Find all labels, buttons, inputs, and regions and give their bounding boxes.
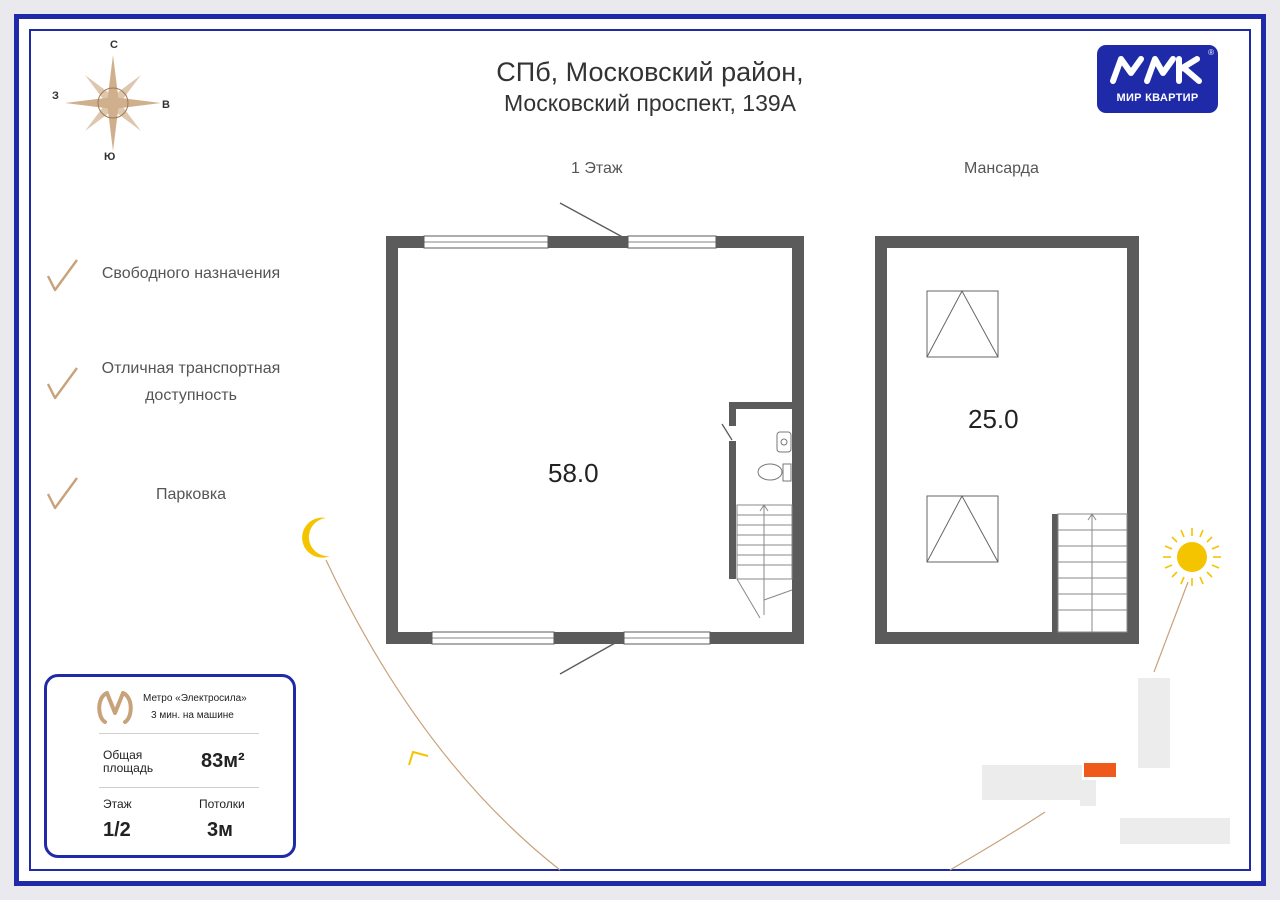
sun-path-arc-right: [949, 811, 1046, 871]
arrow-icon: [408, 750, 429, 766]
building-marker: [1084, 763, 1116, 777]
metro-icon: [97, 691, 133, 724]
metro-time: 3 мин. на машине: [151, 710, 234, 721]
sun-path-arc: [325, 559, 561, 871]
total-area-label-1: Общая: [103, 748, 143, 762]
sun-path-ray: [1153, 581, 1189, 673]
mansard-plan: [875, 236, 1139, 644]
title-line-2: Московский проспект, 139А: [503, 90, 796, 116]
metro-name: Метро «Электросила»: [143, 693, 247, 704]
ceiling-label: Потолки: [199, 797, 245, 811]
page-title: СПб, Московский район, Московский проспе…: [380, 56, 920, 118]
feature-text: Свободного назначения: [101, 265, 281, 282]
logo-mark-icon: [1110, 56, 1202, 84]
floor-label: Этаж: [103, 797, 132, 811]
feature-text-line-2: доступность: [145, 387, 237, 404]
first-floor-plan: [386, 202, 804, 675]
compass-north: С: [110, 39, 118, 51]
site-map: [982, 678, 1230, 844]
check-icon: [46, 477, 78, 510]
floor-value: 1/2: [103, 819, 131, 841]
info-card: Метро «Электросила» 3 мин. на машине Общ…: [44, 674, 296, 858]
compass-rose-icon: [65, 55, 161, 151]
area-first-floor: 58.0: [548, 458, 599, 488]
logo-text: МИР КВАРТИР: [1116, 92, 1199, 104]
brand-logo: ® МИР КВАРТИР: [1097, 45, 1218, 113]
total-area-value: 83м²: [201, 750, 245, 772]
sun-icon: [1163, 528, 1221, 586]
divider: [99, 787, 259, 788]
check-icon: [46, 367, 78, 400]
compass-south: Ю: [104, 151, 116, 163]
compass-west: З: [52, 90, 59, 102]
title-line-1: СПб, Московский район,: [496, 57, 804, 87]
logo-reg-mark: ®: [1208, 48, 1214, 57]
feature-text-line-1: Отличная транспортная: [101, 360, 281, 377]
check-icon: [46, 259, 78, 292]
total-area-label-2: площадь: [103, 761, 154, 775]
moon-icon: [302, 517, 330, 558]
divider: [99, 733, 259, 734]
floor-label-mansard: Мансарда: [964, 160, 1039, 177]
floor-label-first: 1 Этаж: [571, 160, 623, 177]
feature-text: Парковка: [155, 486, 227, 503]
ceiling-value: 3м: [207, 819, 233, 841]
compass-east: В: [162, 99, 170, 111]
page-frame-inner: [29, 29, 1251, 871]
area-mansard: 25.0: [968, 404, 1019, 434]
